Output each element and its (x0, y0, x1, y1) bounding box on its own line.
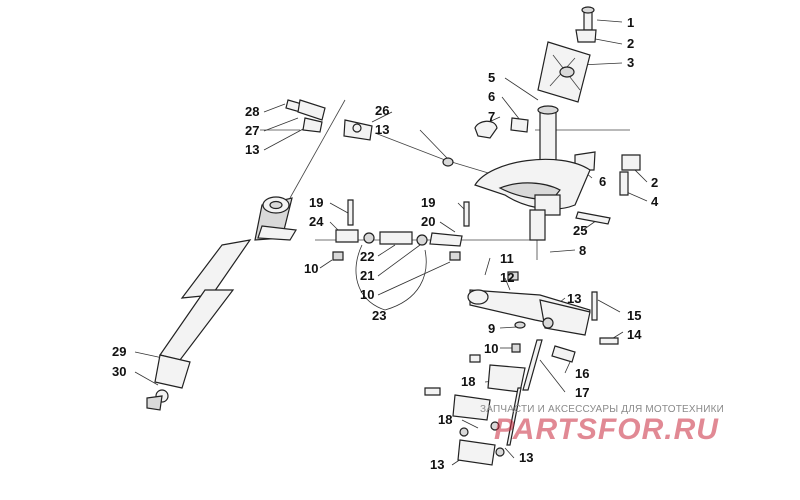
callout-label: 19 (309, 195, 323, 210)
callout-label: 17 (575, 385, 589, 400)
callout-label: 13 (430, 457, 444, 472)
callout-label: 30 (112, 364, 126, 379)
callout-label: 2 (651, 175, 658, 190)
callout-label: 18 (438, 412, 452, 427)
callout-label: 16 (575, 366, 589, 381)
pitman-arm-assembly (467, 271, 619, 353)
watermark-tagline: ЗАПЧАСТИ И АКСЕССУАРЫ ДЛЯ МОТОТЕХНИКИ (480, 404, 725, 415)
callout-label: 13 (519, 450, 533, 465)
callout-label: 13 (375, 122, 389, 137)
tie-rod-end-left (285, 99, 454, 167)
callout-label: 10 (360, 287, 374, 302)
callout-label: 11 (500, 251, 514, 266)
watermark-logo: PARTSFOR.RU (494, 413, 719, 446)
callout-label: 29 (112, 344, 126, 359)
lower-mount-brackets (424, 339, 576, 466)
callout-label: 15 (627, 308, 641, 323)
callout-label: 13 (567, 291, 581, 306)
callout-label: 21 (360, 268, 374, 283)
callout-label: 14 (627, 327, 642, 342)
callout-label: 7 (488, 109, 495, 124)
callout-label: 10 (304, 261, 318, 276)
watermark: ЗАПЧАСТИ И АКСЕССУАРЫ ДЛЯ МОТОТЕХНИКИ PA… (480, 404, 790, 447)
callout-label: 18 (461, 374, 475, 389)
callout-label: 5 (488, 70, 495, 85)
callout-label: 2 (627, 36, 634, 51)
callout-label: 13 (245, 142, 259, 157)
callout-label: 4 (651, 194, 659, 209)
callout-label: 10 (484, 341, 498, 356)
steering-shaft (146, 99, 346, 411)
callout-labels: 1 2 3 5 6 7 26 13 28 27 13 6 2 4 19 24 1… (112, 15, 659, 472)
callout-label: 22 (360, 249, 374, 264)
callout-label: 1 (627, 15, 634, 30)
callout-label: 25 (573, 223, 587, 238)
tie-rod-assembly (332, 199, 470, 261)
callout-label: 3 (627, 55, 634, 70)
callout-label: 26 (375, 103, 389, 118)
callout-label: 6 (599, 174, 606, 189)
callout-label: 23 (372, 308, 386, 323)
callout-label: 24 (309, 214, 324, 229)
callout-label: 8 (579, 243, 586, 258)
steering-support-bracket (474, 158, 611, 241)
callout-label: 20 (421, 214, 435, 229)
callout-label: 19 (421, 195, 435, 210)
callout-label: 12 (500, 270, 514, 285)
callout-label: 27 (245, 123, 259, 138)
callout-label: 28 (245, 104, 259, 119)
handlebar-clamp-assembly (474, 6, 641, 196)
callout-label: 9 (488, 321, 495, 336)
callout-label: 6 (488, 89, 495, 104)
